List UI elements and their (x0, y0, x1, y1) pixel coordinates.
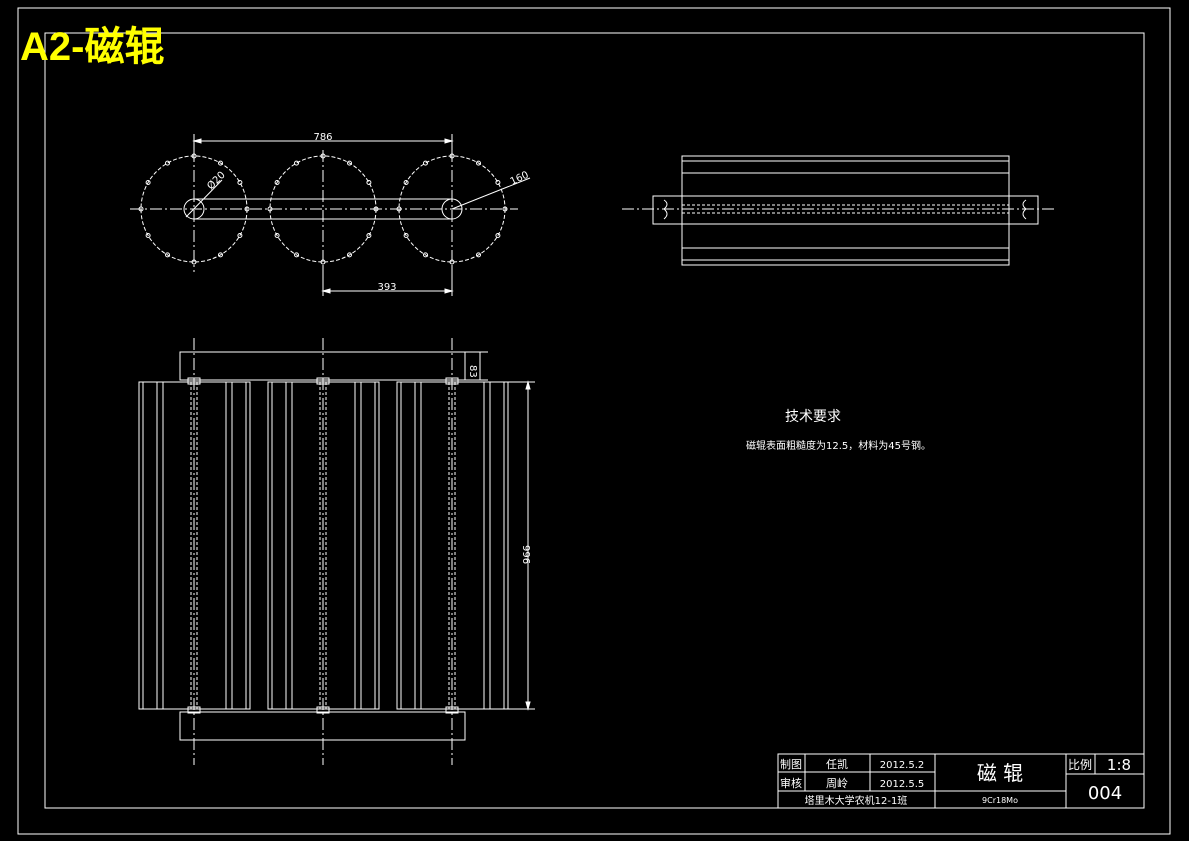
arrow (525, 701, 531, 711)
tb-scale-label: 比例 (1068, 758, 1092, 772)
side-roller-body (681, 155, 1010, 266)
tb-row2-name: 周岭 (826, 776, 848, 790)
bolt-hole (145, 233, 151, 238)
front-view (138, 338, 535, 765)
shaft-hole-right (441, 198, 463, 220)
leader-circle (451, 177, 531, 210)
title-block (777, 753, 1145, 809)
leader-hole (185, 179, 223, 218)
tb-drawing-no: 004 (1088, 783, 1122, 804)
dim-body-length: 996 (520, 545, 531, 564)
arrow (192, 138, 202, 144)
bolt-hole (320, 153, 326, 159)
bolt-hole (218, 252, 223, 258)
dim-hole-dia: Ø20 (205, 169, 228, 192)
bolt-hole (495, 180, 501, 185)
side-bearing-left (652, 195, 683, 225)
bolt-hole (366, 180, 372, 185)
tb-part-name: 磁 辊 (977, 761, 1023, 785)
tb-material: 9Cr18Mo (982, 796, 1018, 805)
bolt-hole (320, 259, 326, 265)
bolt-hole (237, 180, 243, 185)
dim-circle-dia: 160 (509, 170, 531, 188)
bolt-hole (502, 206, 508, 212)
bolt-hole (138, 206, 144, 212)
bolt-hole (476, 160, 481, 166)
arrow (321, 288, 331, 294)
bolt-hole (191, 259, 197, 265)
bolt-hole (449, 259, 455, 265)
bolt-hole (423, 252, 428, 258)
tech-req-text: 磁辊表面粗糙度为12.5，材料为45号钢。 (746, 439, 931, 452)
tb-row2-date: 2012.5.5 (880, 779, 925, 790)
bolt-hole (145, 180, 151, 185)
bolt-hole (495, 233, 501, 238)
tb-school: 塔里木大学农机12-1班 (805, 794, 908, 807)
bolt-hole (218, 160, 223, 166)
tb-row2-role: 审核 (780, 776, 802, 790)
side-bearing-right (1008, 195, 1039, 225)
bolt-hole (237, 233, 243, 238)
top-view (130, 134, 531, 296)
bolt-hole (294, 252, 299, 258)
arrow (525, 380, 531, 390)
bolt-hole (366, 233, 372, 238)
tb-row1-role: 制图 (780, 758, 802, 771)
side-view (622, 155, 1055, 266)
sheet-title: A2-磁辊 (20, 25, 164, 69)
shaft-hole-left (183, 198, 205, 220)
tb-row1-date: 2012.5.2 (880, 760, 925, 771)
bolt-hole (274, 233, 280, 238)
bolt-hole (403, 233, 409, 238)
bolt-hole (423, 160, 428, 166)
bearing-detail-right (1022, 199, 1027, 220)
dim-end-height: 83 (467, 365, 478, 378)
bolt-hole (267, 206, 273, 212)
tech-req-heading: 技术要求 (785, 409, 841, 425)
dim-pitch: 393 (377, 282, 396, 293)
arrow (444, 138, 454, 144)
bolt-hole (274, 180, 280, 185)
bolt-hole (347, 252, 352, 258)
bolt-hole (165, 160, 170, 166)
bolt-hole (373, 206, 379, 212)
bolt-hole (476, 252, 481, 258)
bolt-hole (244, 206, 250, 212)
tb-row1-name: 任凯 (826, 758, 848, 771)
bolt-hole (294, 160, 299, 166)
dim-overall-width: 786 (313, 132, 332, 143)
bolt-hole (403, 180, 409, 185)
sheet-borders (17, 7, 1171, 835)
tb-scale-value: 1:8 (1107, 756, 1131, 774)
bolt-hole (165, 252, 170, 258)
arrow (444, 288, 454, 294)
bearing-detail-left (663, 199, 668, 220)
bolt-hole (347, 160, 352, 166)
bolt-hole (396, 206, 402, 212)
